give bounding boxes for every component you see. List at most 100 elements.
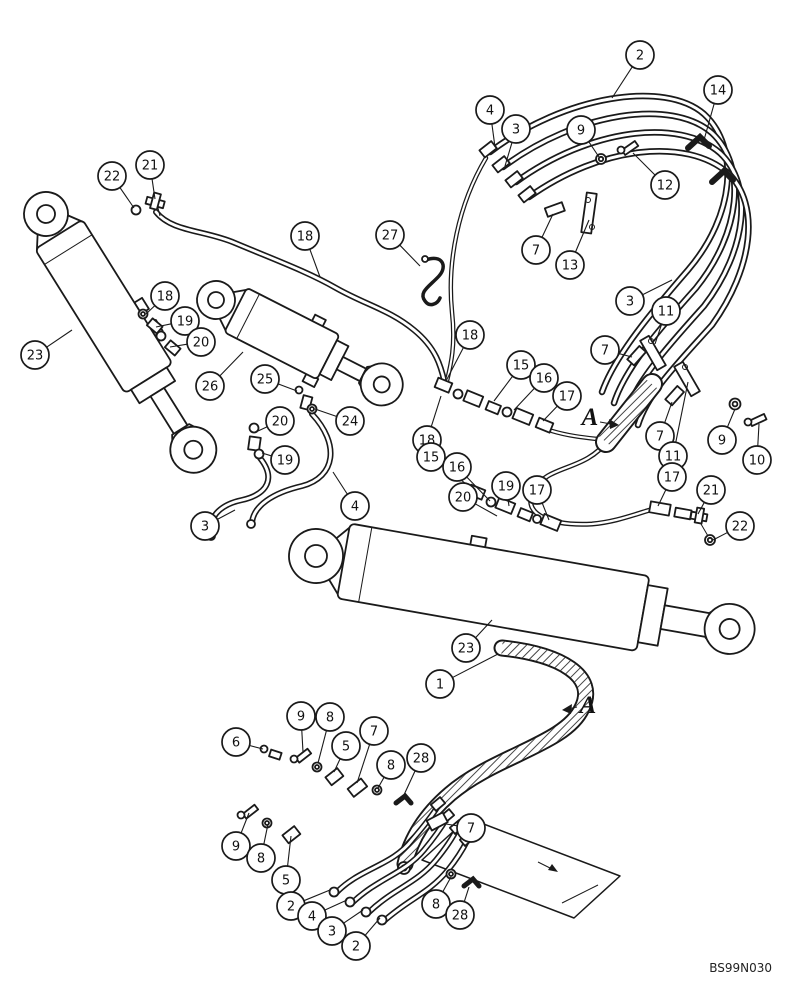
callout-15: 15: [493, 350, 536, 402]
callout-5: 5: [331, 731, 361, 773]
clamp-strap-top: [580, 191, 598, 235]
callout-21: 21: [135, 150, 165, 200]
svg-text:12: 12: [657, 179, 674, 194]
hose-fan-bottom: [328, 796, 476, 926]
tube-connectors: [543, 201, 685, 407]
hose-wrap-band: [595, 373, 663, 453]
flow-labels-layer: AA: [578, 404, 599, 719]
callout-19: 19: [261, 445, 300, 475]
callout-4: 4: [297, 899, 348, 931]
callout-3: 3: [501, 114, 531, 167]
svg-text:9: 9: [577, 124, 585, 139]
svg-text:16: 16: [536, 372, 553, 387]
svg-text:2: 2: [352, 940, 360, 955]
callout-23: 23: [451, 619, 493, 663]
callout-11: 11: [658, 381, 689, 471]
svg-text:9: 9: [297, 710, 305, 725]
svg-text:3: 3: [626, 295, 634, 310]
svg-text:17: 17: [664, 471, 681, 486]
callout-2: 2: [341, 917, 381, 961]
bolt-icon: [616, 140, 640, 156]
callout-25: 25: [250, 364, 298, 394]
svg-text:9: 9: [232, 840, 240, 855]
flow-label: A: [578, 692, 597, 719]
svg-text:8: 8: [387, 759, 395, 774]
callout-14: 14: [703, 75, 733, 141]
svg-text:13: 13: [562, 259, 579, 274]
callout-4: 4: [332, 471, 370, 521]
callout-16: 16: [513, 363, 559, 411]
callout-8: 8: [376, 750, 406, 789]
callout-24: 24: [314, 406, 365, 436]
callout-2: 2: [611, 40, 655, 99]
callout-17: 17: [542, 381, 582, 422]
grease-fittings-middle: [247, 385, 318, 460]
callout-27: 27: [375, 220, 421, 267]
callout-13: 13: [555, 219, 590, 280]
cylinder-left: [23, 191, 218, 474]
callout-22: 22: [97, 161, 135, 209]
callout-22: 22: [712, 511, 755, 541]
hose-end-fittings-top: [478, 140, 537, 204]
svg-text:9: 9: [718, 434, 726, 449]
svg-text:18: 18: [157, 290, 174, 305]
clamp-straps-right: [639, 334, 701, 398]
svg-text:25: 25: [257, 373, 274, 388]
elbow-fittings-right: [685, 132, 736, 185]
callout-20: 20: [257, 406, 295, 436]
svg-text:7: 7: [370, 725, 378, 740]
hose-middle-long: [153, 155, 489, 388]
svg-text:20: 20: [455, 491, 472, 506]
svg-text:3: 3: [328, 925, 336, 940]
cylinder-upper-middle: [196, 280, 404, 407]
svg-text:16: 16: [449, 461, 466, 476]
flow-arrow-upper: [599, 419, 619, 429]
svg-text:15: 15: [423, 451, 440, 466]
callout-9: 9: [286, 701, 316, 753]
callout-21: 21: [696, 475, 726, 515]
svg-text:8: 8: [326, 711, 334, 726]
callout-26: 26: [195, 351, 244, 401]
svg-text:2: 2: [636, 49, 644, 64]
svg-text:27: 27: [382, 229, 399, 244]
callout-18: 18: [145, 281, 180, 315]
callout-16: 16: [442, 452, 491, 502]
callout-19: 19: [155, 306, 200, 336]
svg-text:4: 4: [308, 910, 316, 925]
svg-text:5: 5: [342, 740, 350, 755]
svg-text:5: 5: [282, 874, 290, 889]
svg-text:18: 18: [462, 329, 479, 344]
svg-text:23: 23: [27, 349, 44, 364]
callout-8: 8: [421, 876, 452, 919]
callout-11: 11: [651, 296, 681, 345]
hose-left-short: [206, 411, 334, 541]
callout-7: 7: [356, 716, 389, 784]
svg-text:17: 17: [529, 484, 546, 499]
port-fittings-cylinder-left: [137, 308, 182, 357]
callout-20: 20: [448, 482, 498, 517]
callout-28: 28: [402, 743, 436, 798]
svg-text:14: 14: [710, 84, 727, 99]
svg-text:10: 10: [749, 454, 766, 469]
svg-text:26: 26: [202, 380, 219, 395]
callout-9: 9: [707, 408, 737, 455]
svg-text:20: 20: [272, 415, 289, 430]
callout-6: 6: [221, 727, 264, 757]
callout-5: 5: [271, 835, 301, 895]
svg-text:21: 21: [703, 484, 720, 499]
callout-23: 23: [20, 329, 73, 370]
svg-text:19: 19: [177, 315, 194, 330]
svg-text:23: 23: [458, 642, 475, 657]
svg-text:7: 7: [467, 822, 475, 837]
mounting-plate: [421, 817, 621, 919]
callout-7: 7: [590, 335, 633, 365]
callout-9: 9: [566, 115, 600, 158]
callout-3: 3: [615, 279, 673, 316]
callout-8: 8: [315, 702, 345, 764]
callout-10: 10: [742, 423, 772, 475]
svg-text:24: 24: [342, 415, 359, 430]
callout-1: 1: [425, 653, 499, 699]
callout-20: 20: [169, 327, 216, 357]
